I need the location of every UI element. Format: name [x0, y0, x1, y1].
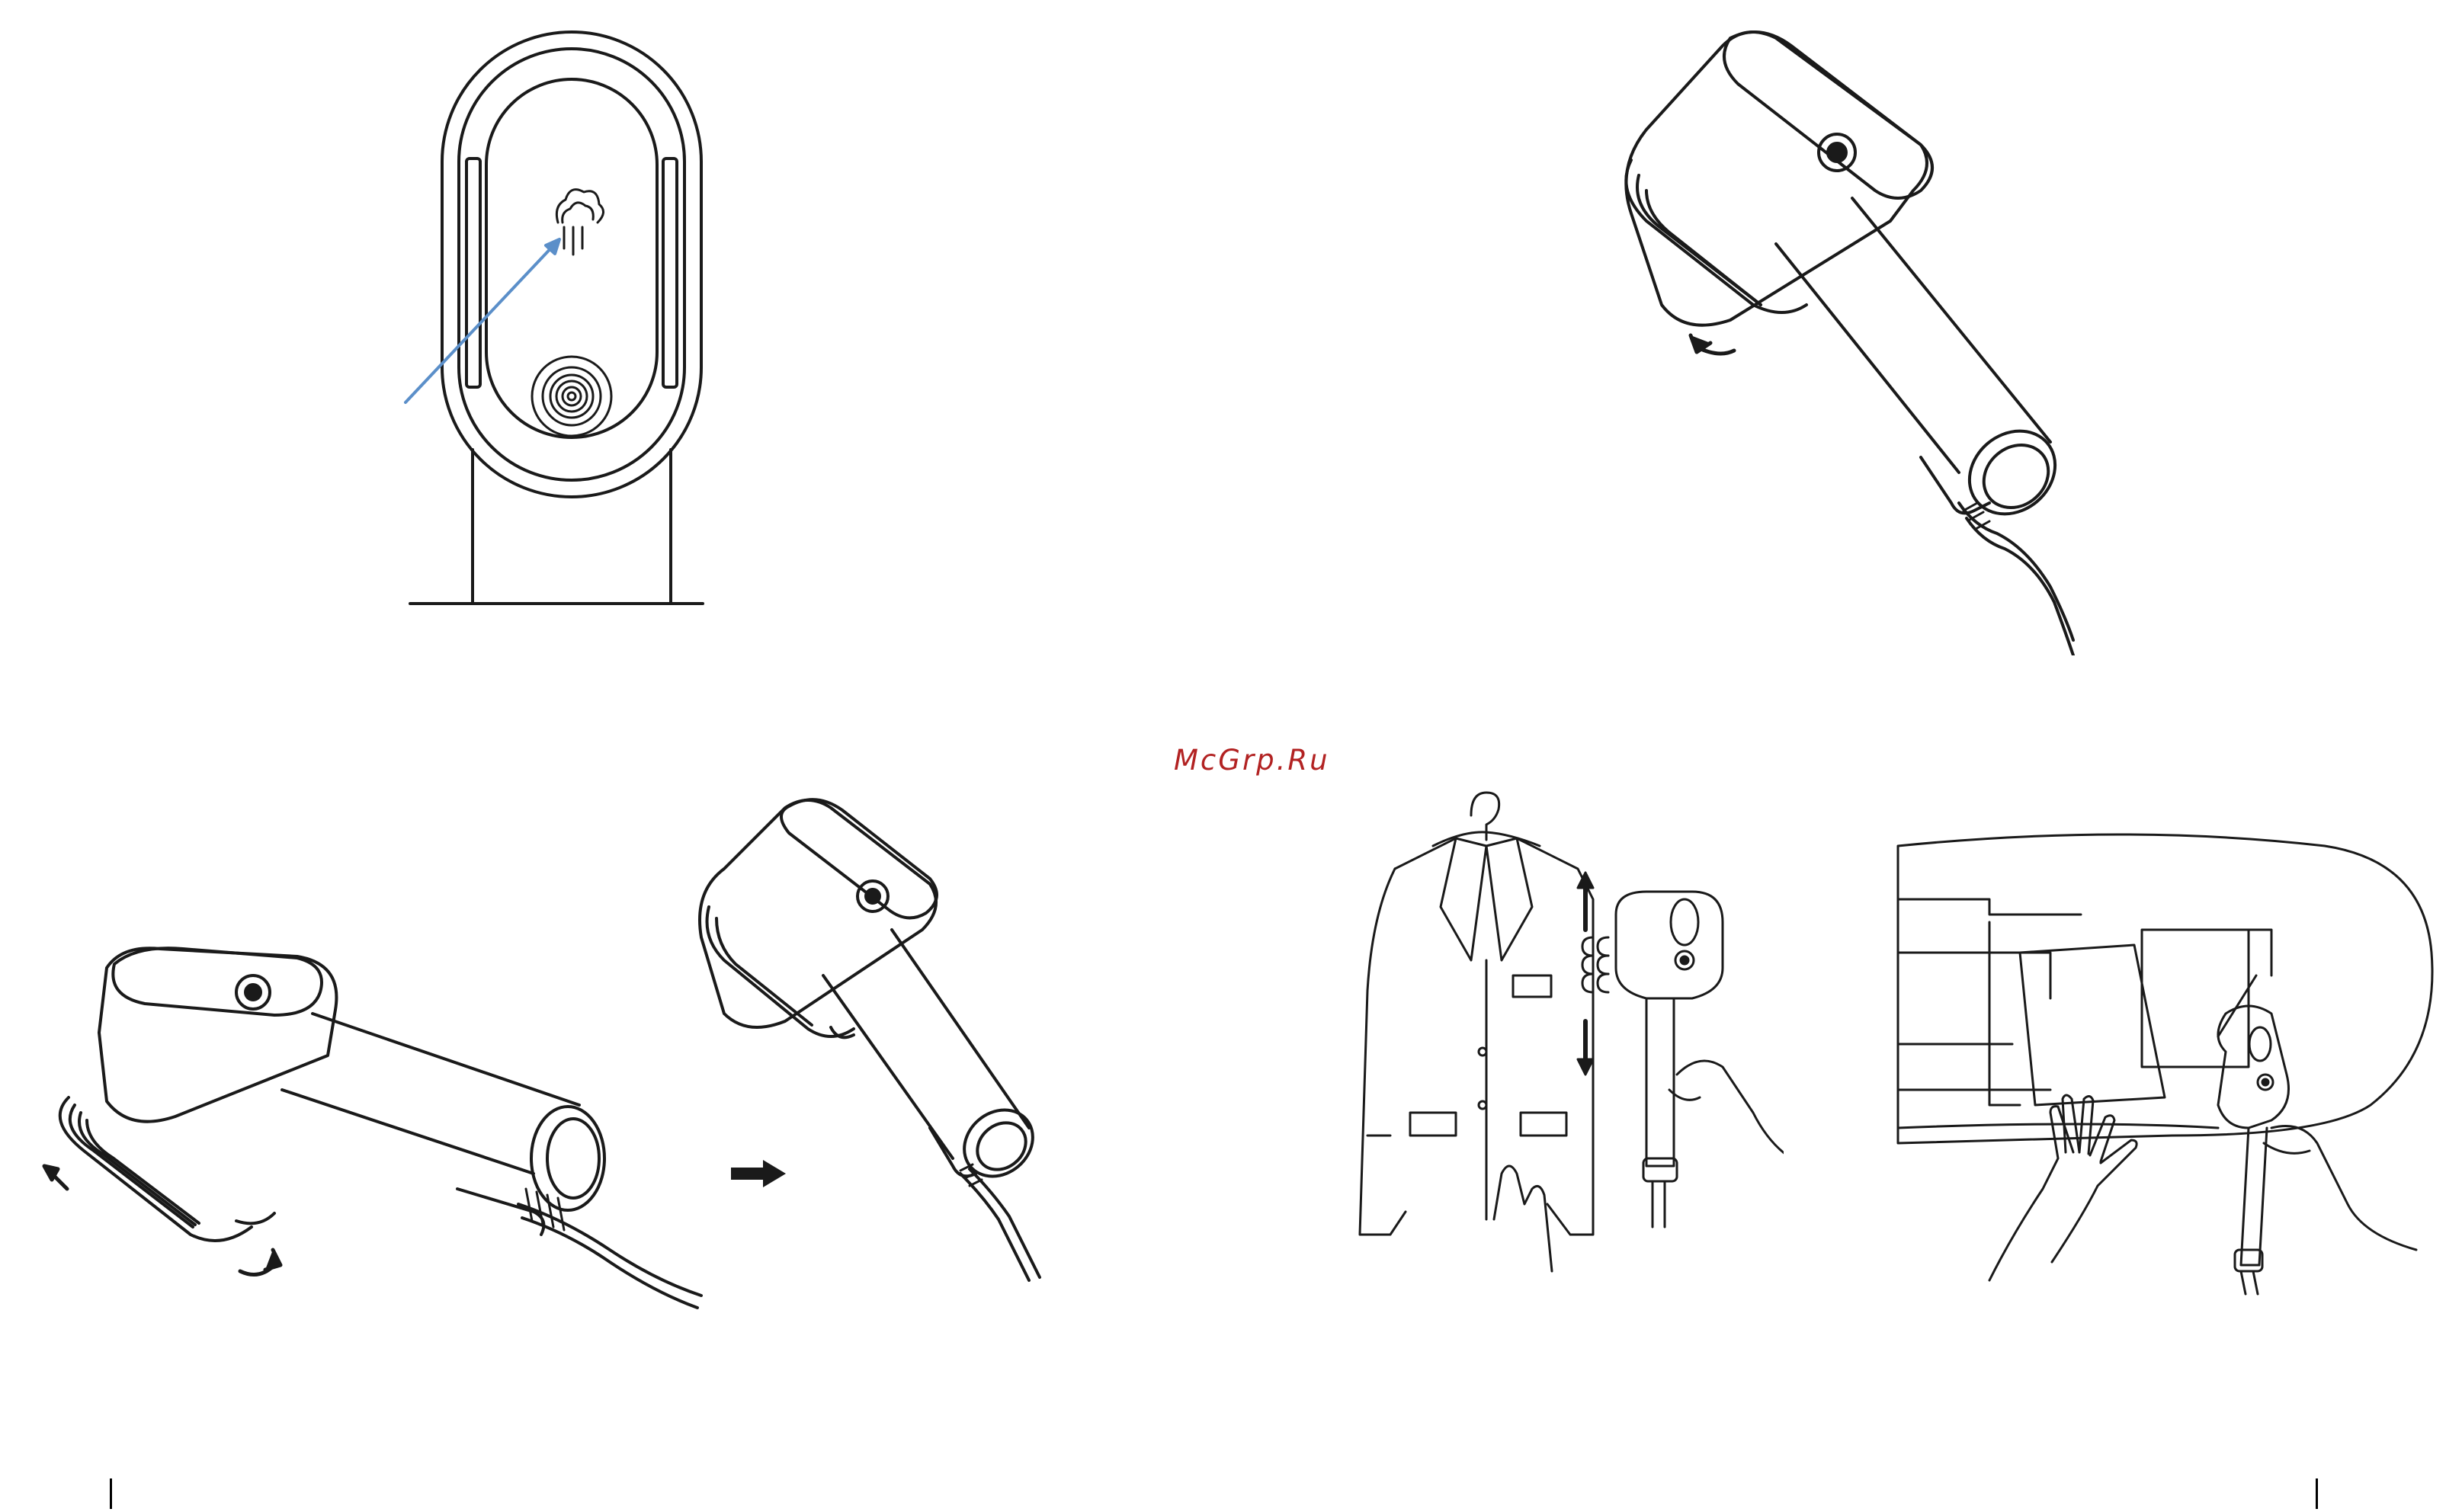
power-cord — [960, 1174, 1029, 1280]
steamer-head-body — [1626, 32, 1927, 325]
power-cord — [1959, 503, 2073, 640]
handle-edge-bottom — [1776, 244, 1959, 472]
rotate-arrow-icon — [240, 1250, 281, 1275]
down-arrow-icon — [1578, 1021, 1593, 1075]
steamer-rotate-head-figure — [1601, 15, 2119, 655]
handle-edge-bottom — [282, 1090, 534, 1174]
steamer-device — [1616, 892, 1723, 1227]
horizontal-steaming-table-figure — [1890, 823, 2439, 1296]
rotate-arrow-icon — [1691, 335, 1734, 354]
handle-edge-top — [892, 930, 1029, 1128]
left-grip-band — [466, 159, 480, 387]
handle-end-cap — [531, 1107, 604, 1210]
watermark-text: McGrp.Ru — [1174, 744, 1330, 777]
power-cord — [518, 1204, 701, 1296]
crop-mark-right — [2316, 1478, 2318, 1509]
hand-icon — [1989, 1095, 2137, 1280]
steamer-head-body — [700, 800, 936, 1027]
steam-cloud-icon — [1582, 937, 1608, 992]
control-panel-outline — [486, 79, 657, 437]
handle-inner-outline — [459, 49, 684, 480]
handle-edge-top — [1852, 198, 2050, 442]
steamer-top-panel — [1724, 32, 1932, 198]
vertical-steaming-jacket-figure — [1342, 785, 1784, 1273]
lift-arrow-icon — [44, 1166, 67, 1189]
steam-button-closeup-figure — [396, 23, 747, 617]
cloth-sheet — [2142, 930, 2249, 1067]
hand-left — [1494, 1166, 1552, 1271]
handle-edge-top — [313, 1014, 579, 1105]
right-grip-band — [663, 159, 677, 387]
hanger-icon — [1433, 793, 1540, 846]
steamer-ready-figure — [694, 793, 1075, 1296]
jacket-outline — [1360, 838, 1593, 1235]
steam-icon — [556, 190, 603, 255]
hand-right — [1677, 1061, 1784, 1158]
crop-mark-left — [110, 1478, 112, 1509]
up-arrow-icon — [1578, 873, 1593, 930]
hand-right — [2271, 1126, 2416, 1251]
attach-brush-head-figure — [30, 930, 732, 1357]
steamer-top-panel — [113, 948, 322, 1015]
power-button-icon — [532, 357, 611, 436]
